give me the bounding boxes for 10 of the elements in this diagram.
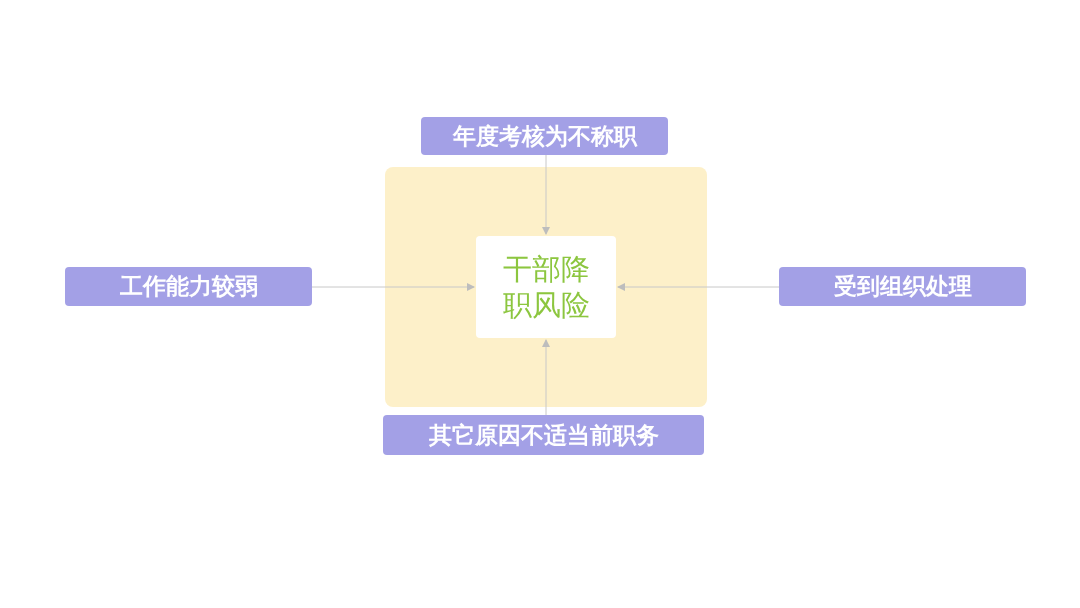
center-box: 干部降职风险 [476,236,616,338]
background-panel [385,167,707,407]
factor-box: 受到组织处理 [779,267,1026,306]
arrow [542,339,550,416]
arrow [311,283,475,291]
factor-box: 年度考核为不称职 [421,117,668,155]
arrow [617,283,780,291]
factor-box: 其它原因不适当前职务 [383,415,704,455]
arrow [542,154,550,235]
factor-box: 工作能力较弱 [65,267,312,306]
